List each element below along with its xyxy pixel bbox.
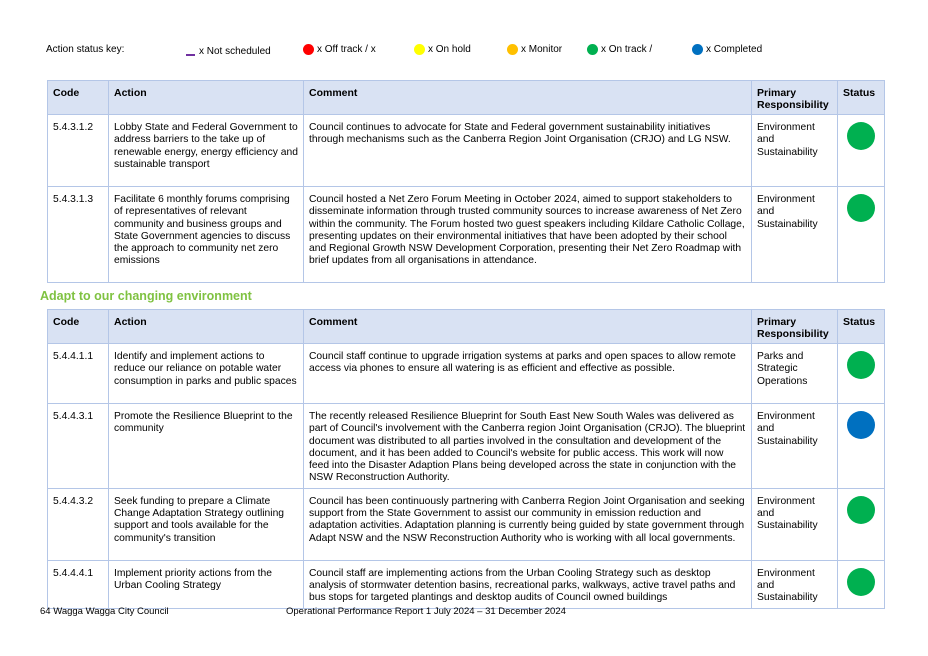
cell-responsibility: Environment and Sustainability — [751, 487, 838, 561]
cell-code: 5.4.4.3.1 — [47, 403, 109, 489]
header-comment: Comment — [303, 80, 752, 115]
on-track-status-icon — [847, 567, 875, 596]
cell-comment: Council staff are implementing actions f… — [303, 559, 752, 609]
header-code: Code — [47, 80, 109, 115]
cell-code: 5.4.4.3.2 — [47, 487, 109, 561]
cell-responsibility: Environment and Sustainability — [751, 186, 838, 283]
table-row: 5.4.3.1.2 Lobby State and Federal Govern… — [47, 114, 885, 187]
cell-comment: The recently released Resilience Bluepri… — [303, 403, 752, 489]
completed-status-icon — [847, 411, 875, 439]
key-completed: x Completed — [692, 44, 762, 55]
cell-responsibility: Parks and Strategic Operations — [751, 343, 838, 404]
cell-responsibility: Environment and Sustainability — [751, 114, 838, 187]
cell-comment: Council has been continuously partnering… — [303, 487, 752, 561]
cell-status — [837, 559, 885, 609]
cell-action: Identify and implement actions to reduce… — [108, 343, 304, 404]
header-action: Action — [108, 309, 304, 344]
key-off-track: x Off track / x — [303, 44, 376, 55]
table-row: 5.4.4.3.2 Seek funding to prepare a Clim… — [47, 487, 885, 561]
header-action: Action — [108, 80, 304, 115]
cell-comment: Council continues to advocate for State … — [303, 114, 752, 187]
key-on-track: x On track / — [587, 44, 652, 55]
cell-comment: Council hosted a Net Zero Forum Meeting … — [303, 186, 752, 283]
table-row: 5.4.3.1.3 Facilitate 6 monthly forums co… — [47, 186, 885, 283]
cell-action: Implement priority actions from the Urba… — [108, 559, 304, 609]
header-status: Status — [837, 309, 885, 344]
footer-page-info: 64 Wagga Wagga City Council — [40, 606, 169, 617]
table-row: 5.4.4.1.1 Identify and implement actions… — [47, 343, 885, 404]
table-row: 5.4.4.3.1 Promote the Resilience Bluepri… — [47, 403, 885, 489]
cell-code: 5.4.3.1.2 — [47, 114, 109, 187]
on-track-status-icon — [847, 495, 875, 524]
cell-status — [837, 114, 885, 187]
yellow-circle-icon — [414, 44, 425, 55]
cell-code: 5.4.3.1.3 — [47, 186, 109, 283]
amber-circle-icon — [507, 44, 518, 55]
footer-report-title: Operational Performance Report 1 July 20… — [286, 606, 566, 617]
cell-status — [837, 487, 885, 561]
table-row: 5.4.4.4.1 Implement priority actions fro… — [47, 559, 885, 609]
red-circle-icon — [303, 44, 314, 55]
blue-circle-icon — [692, 44, 703, 55]
green-circle-icon — [587, 44, 598, 55]
key-not-scheduled: x Not scheduled — [186, 44, 271, 57]
key-on-hold: x On hold — [414, 44, 471, 55]
cell-action: Lobby State and Federal Government to ad… — [108, 114, 304, 187]
cell-code: 5.4.4.1.1 — [47, 343, 109, 404]
cell-responsibility: Environment and Sustainability — [751, 403, 838, 489]
cell-responsibility: Environment and Sustainability — [751, 559, 838, 609]
dash-icon — [186, 53, 195, 56]
status-key: Action status key: x Not scheduled x Off… — [46, 44, 888, 60]
cell-action: Seek funding to prepare a Climate Change… — [108, 487, 304, 561]
cell-action: Facilitate 6 monthly forums comprising o… — [108, 186, 304, 283]
header-status: Status — [837, 80, 885, 115]
cell-code: 5.4.4.4.1 — [47, 559, 109, 609]
cell-status — [837, 403, 885, 489]
on-track-status-icon — [847, 122, 875, 150]
header-comment: Comment — [303, 309, 752, 344]
key-monitor: x Monitor — [507, 44, 562, 55]
cell-status — [837, 343, 885, 404]
cell-status — [837, 186, 885, 283]
section-title: Adapt to our changing environment — [40, 289, 252, 303]
cell-comment: Council staff continue to upgrade irriga… — [303, 343, 752, 404]
status-key-label: Action status key: — [46, 44, 125, 55]
header-code: Code — [47, 309, 109, 344]
cell-action: Promote the Resilience Blueprint to the … — [108, 403, 304, 489]
on-track-status-icon — [847, 351, 875, 379]
on-track-status-icon — [847, 194, 875, 222]
